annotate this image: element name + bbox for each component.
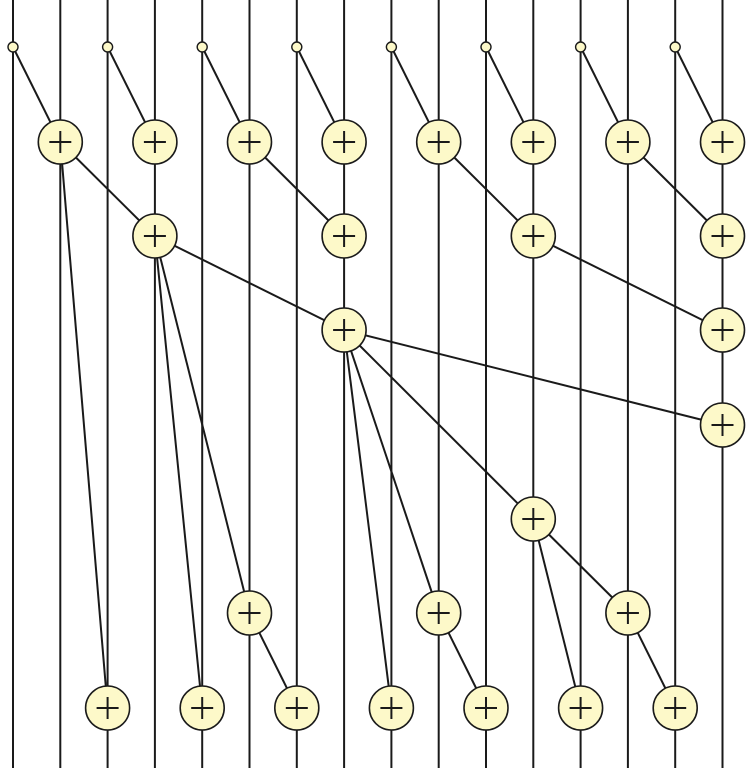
adder-node-wire-3 [132, 119, 178, 165]
plus-icon [711, 225, 734, 247]
tap-dot-icon [385, 41, 398, 53]
tap-dot-icon [7, 41, 19, 53]
adder-node-wire-15 [699, 402, 746, 448]
link-7-to-8 [343, 329, 393, 709]
adder-node-wire-4 [179, 685, 225, 731]
adder-node-wire-7 [321, 307, 367, 353]
tap-dot-icon [574, 41, 587, 53]
adder-node-wire-8 [368, 685, 415, 731]
plus-icon [522, 508, 545, 530]
link-7-to-15 [343, 329, 723, 426]
link-3-to-5 [153, 235, 251, 614]
plus-icon [333, 319, 356, 341]
plus-icon [238, 602, 261, 624]
adder-node-wire-15 [699, 119, 746, 165]
tap-dot-icon [480, 41, 492, 53]
plus-icon [427, 602, 450, 624]
adder-node-wire-2 [84, 685, 131, 731]
node-layer [7, 41, 746, 731]
link-7-to-11 [343, 329, 535, 520]
plus-icon [711, 414, 734, 436]
plus-icon [711, 131, 734, 153]
wire-layer [12, 0, 724, 768]
adder-node-wire-11 [510, 213, 557, 259]
adder-node-wire-9 [415, 590, 462, 636]
plus-icon [616, 131, 639, 153]
adder-node-wire-7 [321, 119, 367, 165]
link-11-to-15 [532, 235, 723, 331]
plus-icon [380, 697, 403, 719]
plus-icon [333, 225, 356, 247]
adder-node-wire-9 [415, 119, 462, 165]
link-1-to-2 [59, 141, 109, 709]
adder-node-wire-5 [226, 119, 273, 165]
adder-node-wire-11 [510, 496, 557, 542]
plus-icon [522, 225, 545, 247]
adder-node-wire-6 [273, 685, 320, 731]
adder-node-wire-3 [132, 213, 178, 259]
plus-icon [475, 697, 497, 719]
plus-icon [143, 225, 166, 247]
plus-icon [333, 131, 356, 153]
plus-icon [427, 131, 450, 153]
adder-node-wire-13 [605, 590, 651, 636]
plus-icon [522, 131, 545, 153]
tap-dot-icon [101, 41, 114, 53]
plus-icon [49, 131, 72, 153]
plus-icon [285, 697, 308, 719]
adder-node-wire-15 [699, 213, 746, 259]
plus-icon [143, 131, 166, 153]
adder-node-wire-7 [321, 213, 367, 259]
plus-icon [238, 131, 261, 153]
adder-node-wire-5 [226, 590, 273, 636]
plus-icon [96, 697, 119, 719]
adder-node-wire-12 [557, 685, 604, 731]
adder-node-wire-1 [37, 119, 84, 165]
link-11-to-12 [532, 518, 582, 709]
tap-dot-icon [196, 41, 208, 53]
link-3-to-7 [154, 235, 345, 331]
plus-icon [191, 697, 214, 719]
link-3-to-4 [153, 235, 204, 709]
plus-icon [569, 697, 592, 719]
link-7-to-9 [343, 329, 440, 614]
tap-dot-icon [291, 41, 303, 53]
adder-node-wire-14 [652, 685, 699, 731]
adder-node-wire-11 [510, 119, 557, 165]
adder-node-wire-15 [699, 307, 746, 353]
plus-icon [616, 602, 639, 624]
adder-node-wire-13 [605, 119, 651, 165]
adder-node-wire-10 [463, 685, 509, 731]
plus-icon [664, 697, 687, 719]
tap-dot-icon [669, 41, 681, 53]
plus-icon [711, 319, 734, 341]
